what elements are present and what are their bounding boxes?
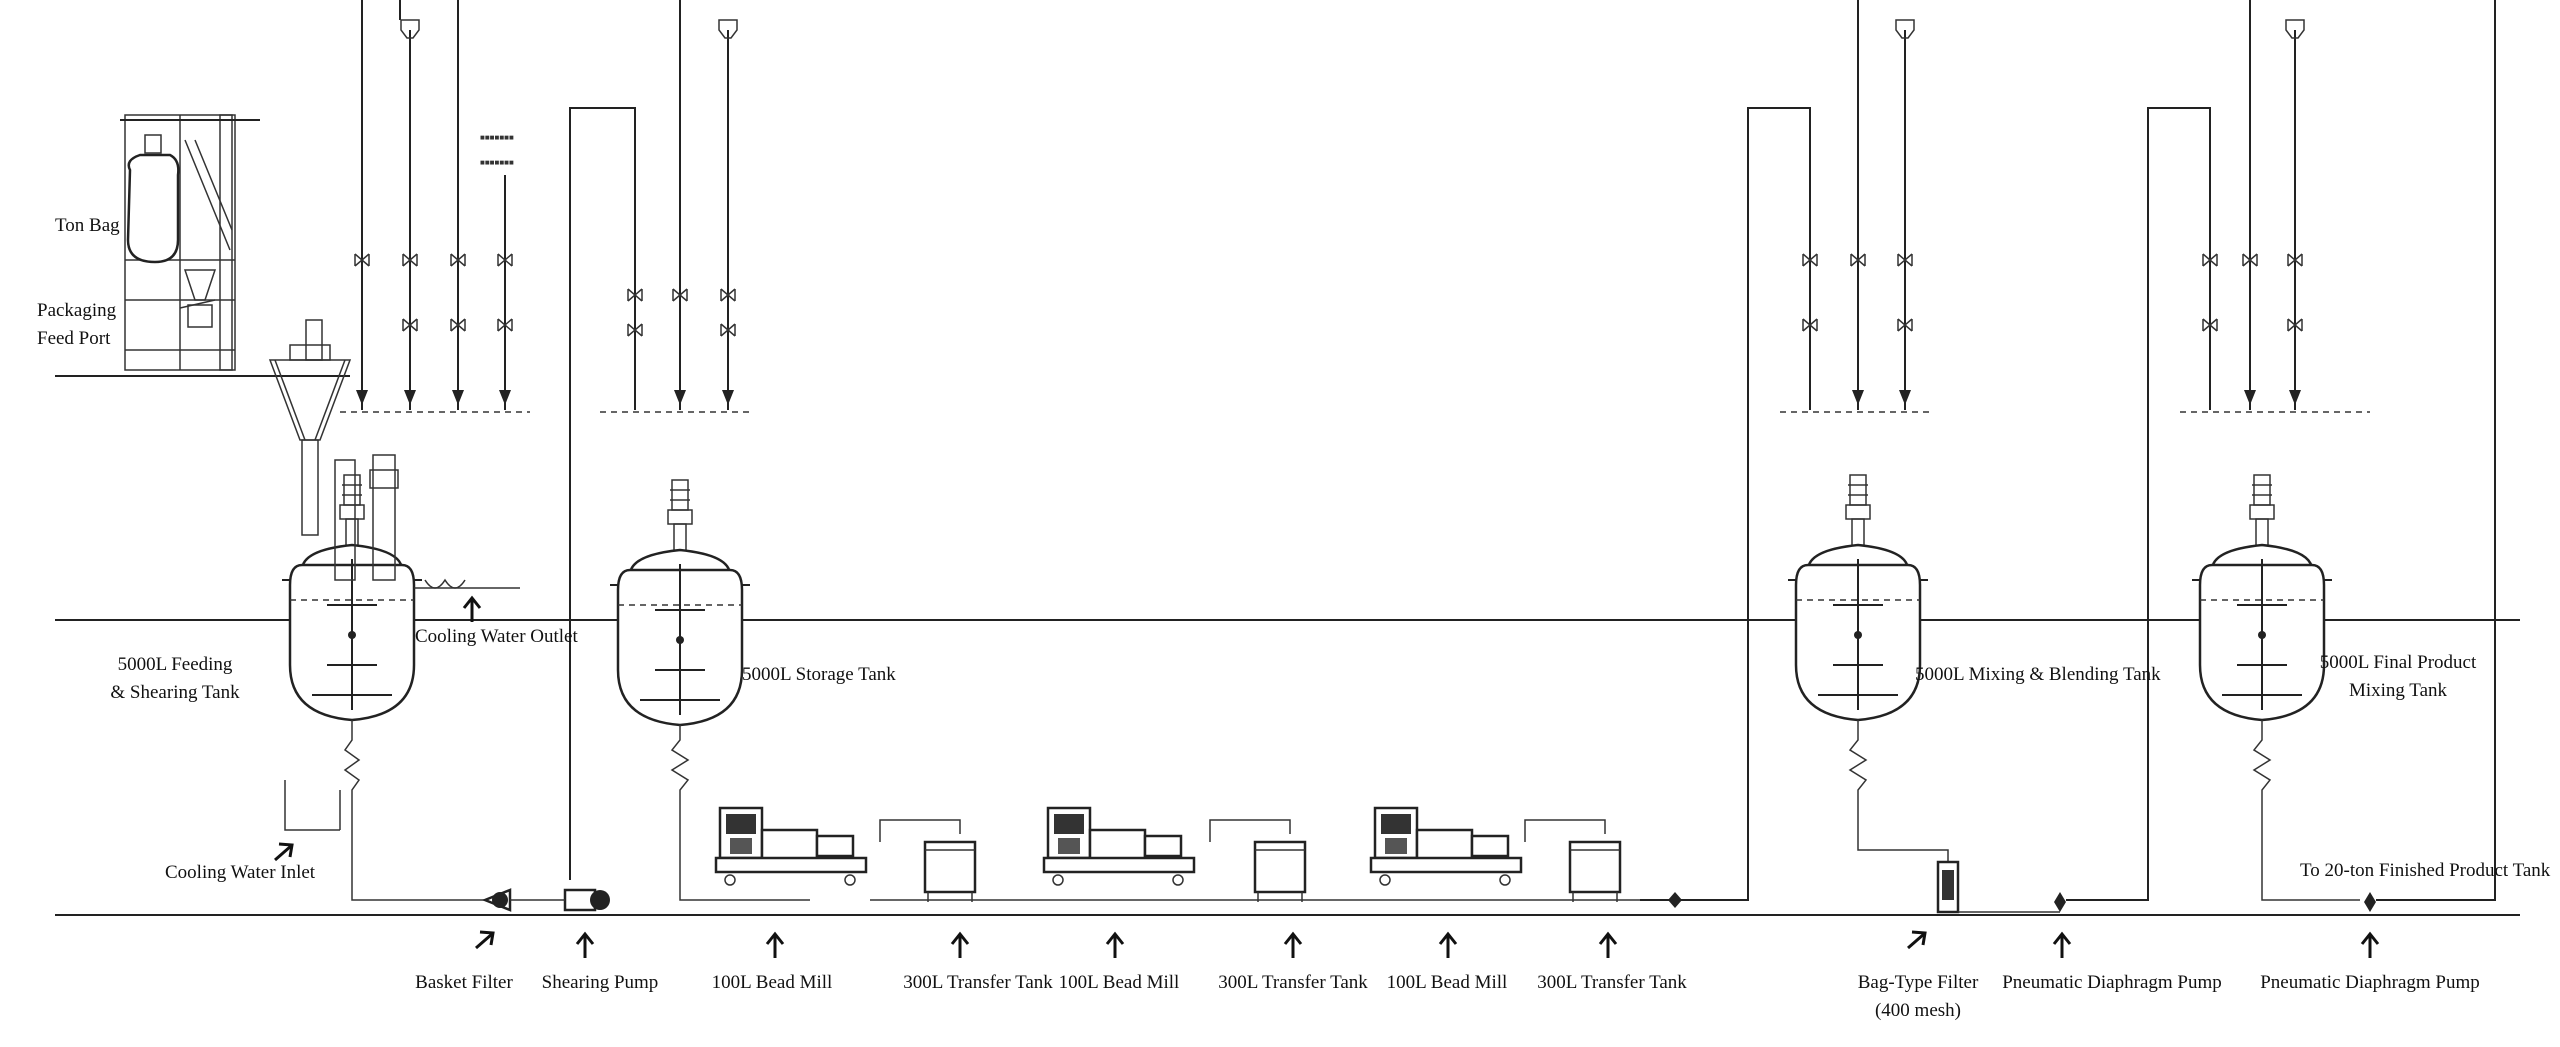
- feed-port-label-line1: Packaging: [37, 300, 117, 321]
- basket-filter-label: Basket Filter: [415, 972, 513, 993]
- feeding-tank-label-line1: 5000L Feeding: [118, 654, 233, 675]
- feed-port-label-line2: Feed Port: [37, 328, 111, 349]
- transfer-tank-3: [1523, 818, 1622, 904]
- mixing-blending-tank: [1786, 473, 1949, 865]
- final-product-mixing-tank: [2190, 0, 2496, 912]
- to-finished-tank-label: To 20-ton Finished Product Tank: [2300, 860, 2551, 881]
- mixing-tank-label: 5000L Mixing & Blending Tank: [1915, 664, 2161, 685]
- ton-bag-label: Ton Bag: [55, 215, 120, 236]
- final-tank-label-line2: Mixing Tank: [2349, 680, 2448, 701]
- bead-mill-2: [1042, 806, 1196, 887]
- transfer-tank-2-label: 300L Transfer Tank: [1218, 972, 1368, 993]
- feeding-tank-label-line2: & Shearing Tank: [110, 682, 240, 703]
- bag-filter-label-line2: (400 mesh): [1875, 1000, 1961, 1021]
- bead-mill-3-label: 100L Bead Mill: [1387, 972, 1508, 993]
- transfer-tank-3-label: 300L Transfer Tank: [1537, 972, 1687, 993]
- transfer-tank-1-label: 300L Transfer Tank: [903, 972, 1053, 993]
- top-utility-lines-left: ■■■■■■■ ■■■■■■■: [340, 0, 530, 413]
- ton-bag-station: [120, 114, 260, 371]
- bead-mill-1: [714, 806, 868, 887]
- feeding-shearing-tank: [280, 454, 520, 901]
- transfer-tank-2: [1208, 818, 1307, 904]
- diaphragm-pump-2-label: Pneumatic Diaphragm Pump: [2260, 972, 2480, 993]
- cooling-outlet-label: Cooling Water Outlet: [415, 626, 578, 647]
- final-tank-lines: [1958, 0, 2370, 913]
- bag-type-filter: [1936, 860, 1960, 914]
- basket-filter: [481, 888, 512, 912]
- storage-tank-label: 5000L Storage Tank: [742, 664, 896, 685]
- transfer-tank-1: [878, 818, 977, 904]
- cone-feeder: [268, 319, 352, 536]
- svg-text:■■■■■■■: ■■■■■■■: [480, 158, 514, 167]
- bag-filter-label-line1: Bag-Type Filter: [1858, 972, 1979, 993]
- bead-mill-3: [1369, 806, 1523, 887]
- svg-text:■■■■■■■: ■■■■■■■: [480, 133, 514, 142]
- cooling-inlet-label: Cooling Water Inlet: [165, 862, 316, 883]
- final-tank-label-line1: 5000L Final Product: [2320, 652, 2477, 673]
- shearing-pump: [510, 888, 610, 912]
- bead-mill-2-label: 100L Bead Mill: [1059, 972, 1180, 993]
- top-utility-lines-storage: [569, 0, 750, 880]
- storage-tank: [608, 478, 810, 901]
- diaphragm-pump-1-label: Pneumatic Diaphragm Pump: [2002, 972, 2222, 993]
- bead-mill-1-label: 100L Bead Mill: [712, 972, 833, 993]
- mixing-tank-lines: [1640, 0, 1930, 908]
- shearing-pump-label: Shearing Pump: [542, 972, 659, 993]
